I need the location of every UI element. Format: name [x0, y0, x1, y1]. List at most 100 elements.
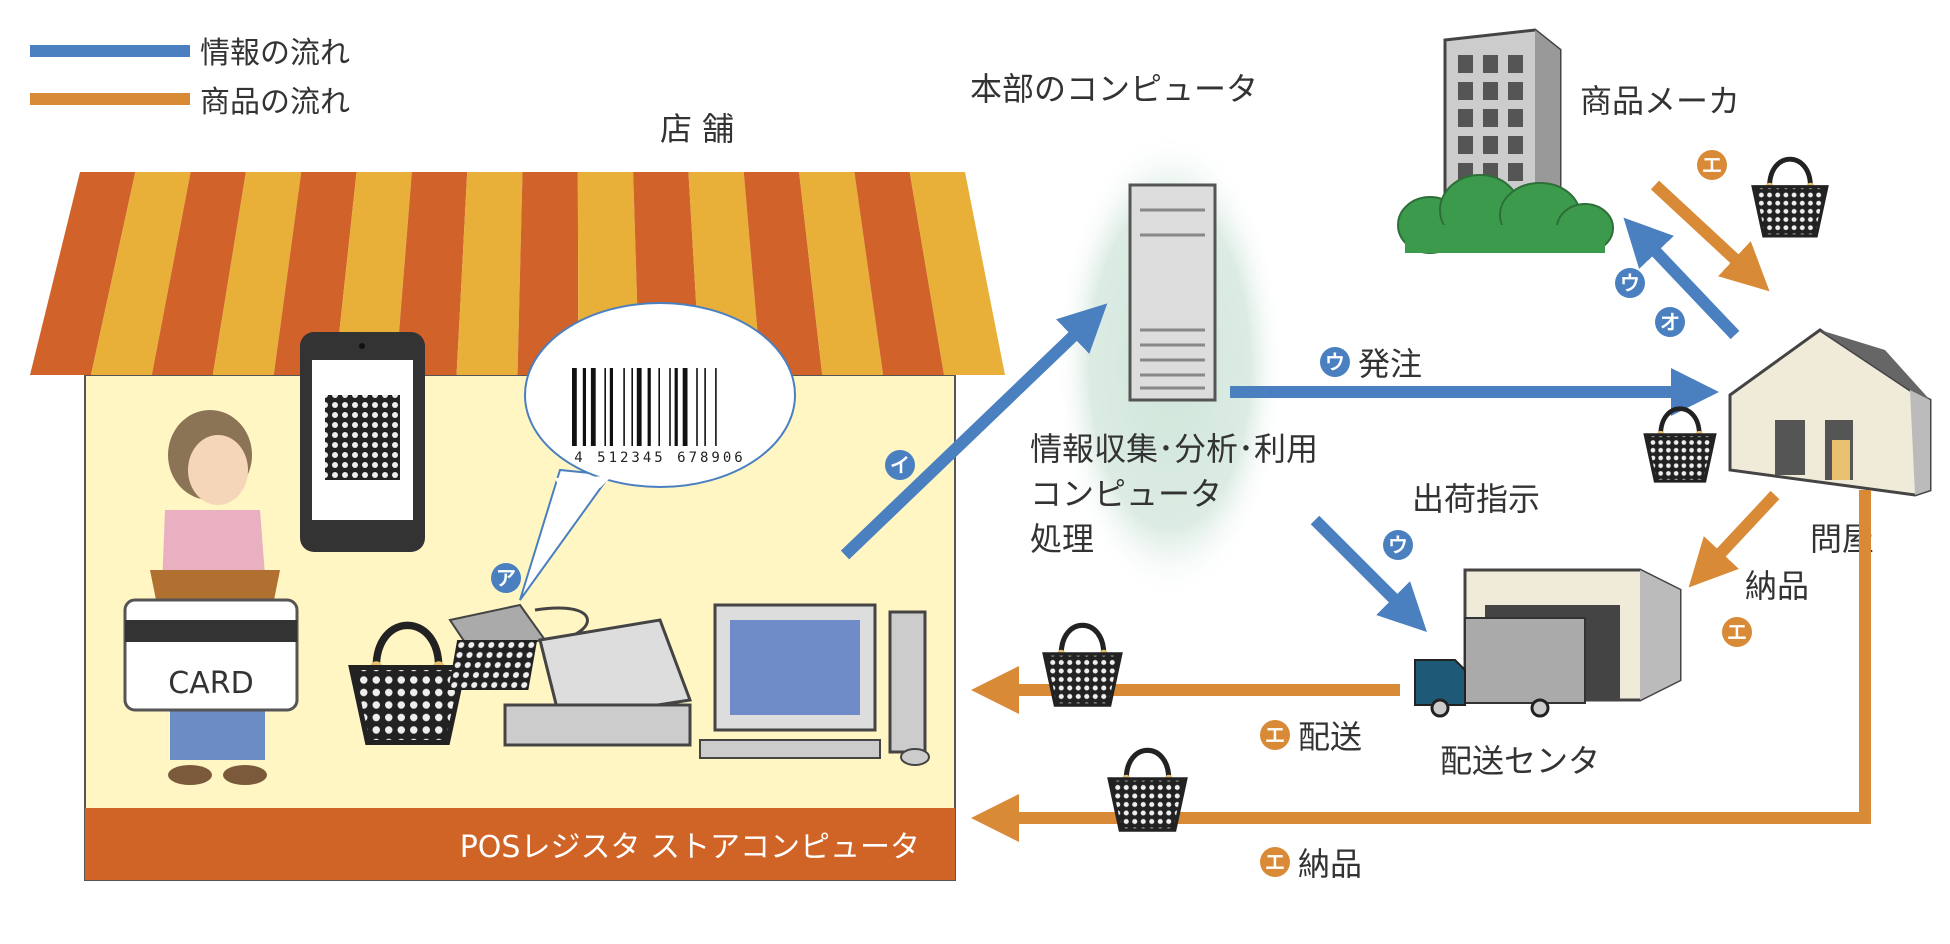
hq-desc-line1: 情報収集･分析･利用 [1030, 430, 1318, 468]
legend-info-label: 情報の流れ [200, 36, 350, 71]
roof-stripe [151, 172, 246, 375]
barcode-bar [631, 368, 633, 446]
delivery-to-store-label: 納品 [1298, 845, 1362, 883]
smartphone-qr-icon [300, 332, 425, 552]
marker-e-center: エ [1722, 617, 1752, 647]
roof-stripe [273, 172, 357, 375]
barcode-bar [623, 368, 625, 446]
barcode-bar [636, 368, 642, 446]
info-flows [840, 217, 1740, 632]
basket-icon [1753, 159, 1827, 236]
basket-icon [1645, 409, 1715, 481]
store: 店 舗 POSレジスタ ストアコンピュータ CARD [30, 110, 1005, 881]
marker-u-ship: ウ [1383, 530, 1413, 560]
window [1483, 136, 1498, 154]
distribution-title: 配送センタ [1440, 742, 1600, 780]
wholesaler: 問屋 [1728, 328, 1932, 558]
hq-desc-line3: 処理 [1030, 520, 1094, 558]
hq-computer: 本部のコンピュータ 情報収集･分析･利用 コンピュータ 処理 [970, 70, 1318, 600]
barcode-bar [572, 368, 577, 446]
roof-stripe [854, 172, 945, 375]
basket-icon [1109, 750, 1186, 830]
window [1508, 136, 1523, 154]
svg-text:エ: エ [1702, 153, 1722, 177]
hq-title: 本部のコンピュータ [970, 70, 1258, 108]
barcode-bar [715, 368, 717, 446]
window [1508, 163, 1523, 181]
order-label: 発注 [1358, 345, 1422, 383]
barcode-bar [590, 368, 596, 446]
window [1483, 109, 1498, 127]
store-footer-bar [85, 808, 955, 880]
arrow-wholesaler-to-store [971, 490, 1871, 842]
window [1483, 55, 1498, 73]
roof-stripe [334, 172, 412, 375]
marker-u-order: ウ [1320, 347, 1350, 377]
delivery-to-center-label: 納品 [1745, 567, 1809, 605]
store-footer-label: POSレジスタ ストアコンピュータ [460, 830, 920, 865]
svg-text:ア: ア [496, 566, 516, 590]
basket-icon [1044, 625, 1121, 705]
ship-instruction-label: 出荷指示 [1412, 480, 1540, 518]
window [1458, 109, 1473, 127]
hq-desc-line2: コンピュータ [1030, 475, 1222, 513]
arrow-ship-instruction [1310, 515, 1427, 632]
svg-text:イ: イ [890, 453, 910, 477]
roof-stripe [395, 172, 468, 375]
legend: 情報の流れ 商品の流れ [30, 36, 350, 120]
window [1508, 55, 1523, 73]
window [1483, 82, 1498, 100]
barcode-speech-bubble: 4 512345 678906 [519, 302, 796, 601]
shipping-label: 配送 [1298, 718, 1362, 756]
roof-stripe [456, 172, 523, 375]
arrow-wholesaler-to-center [1688, 490, 1780, 588]
credit-card-icon: CARD [123, 598, 299, 712]
legend-goods-label: 商品の流れ [200, 85, 350, 120]
barcode-bar [682, 368, 688, 446]
barcode-bar [582, 368, 586, 446]
marker-u-maker: ウ [1615, 268, 1645, 298]
barcode-bar [658, 368, 660, 446]
svg-text:エ: エ [1727, 620, 1747, 644]
barcode-bar [604, 368, 606, 446]
barcode-bar [704, 368, 706, 446]
marker-e-shipping: エ [1260, 720, 1290, 750]
barcode-bar [696, 368, 698, 446]
window [1458, 55, 1473, 73]
barcode-number: 4 512345 678906 [574, 450, 745, 466]
maker-title: 商品メーカ [1580, 82, 1740, 120]
svg-text:ウ: ウ [1388, 533, 1408, 557]
barcode-bar [669, 368, 671, 446]
svg-text:ウ: ウ [1325, 350, 1345, 374]
roof-stripe [212, 172, 302, 375]
svg-text:オ: オ [1660, 310, 1680, 334]
svg-text:エ: エ [1265, 723, 1285, 747]
roof-stripe [909, 172, 1005, 375]
marker-o: オ [1655, 307, 1685, 337]
marker-e-store: エ [1260, 847, 1290, 877]
arrow-wholesaler-to-maker [1623, 217, 1740, 340]
roof-stripe [799, 172, 884, 375]
store-roof [30, 172, 1005, 375]
barcode-bar [674, 368, 678, 446]
window [1508, 109, 1523, 127]
roof-stripe [90, 172, 191, 375]
marker-i: イ [885, 450, 915, 480]
server-icon [1128, 183, 1217, 402]
store-title: 店 舗 [660, 110, 734, 148]
roof-stripe [30, 172, 136, 375]
bushes-icon [1397, 174, 1614, 254]
barcode-bar [647, 368, 651, 446]
barcode-bar [609, 368, 613, 446]
window [1458, 82, 1473, 100]
store-computer-icon [699, 603, 930, 766]
warehouse-house-icon [1728, 328, 1932, 497]
window [1508, 82, 1523, 100]
factory-building-icon [1443, 28, 1562, 202]
maker: 商品メーカ [1397, 28, 1740, 254]
distribution-center: 配送センタ [1414, 568, 1682, 780]
marker-e-maker: エ [1697, 150, 1727, 180]
arrow-maker-to-wholesaler [1650, 180, 1770, 292]
truck-icon [1414, 617, 1586, 718]
